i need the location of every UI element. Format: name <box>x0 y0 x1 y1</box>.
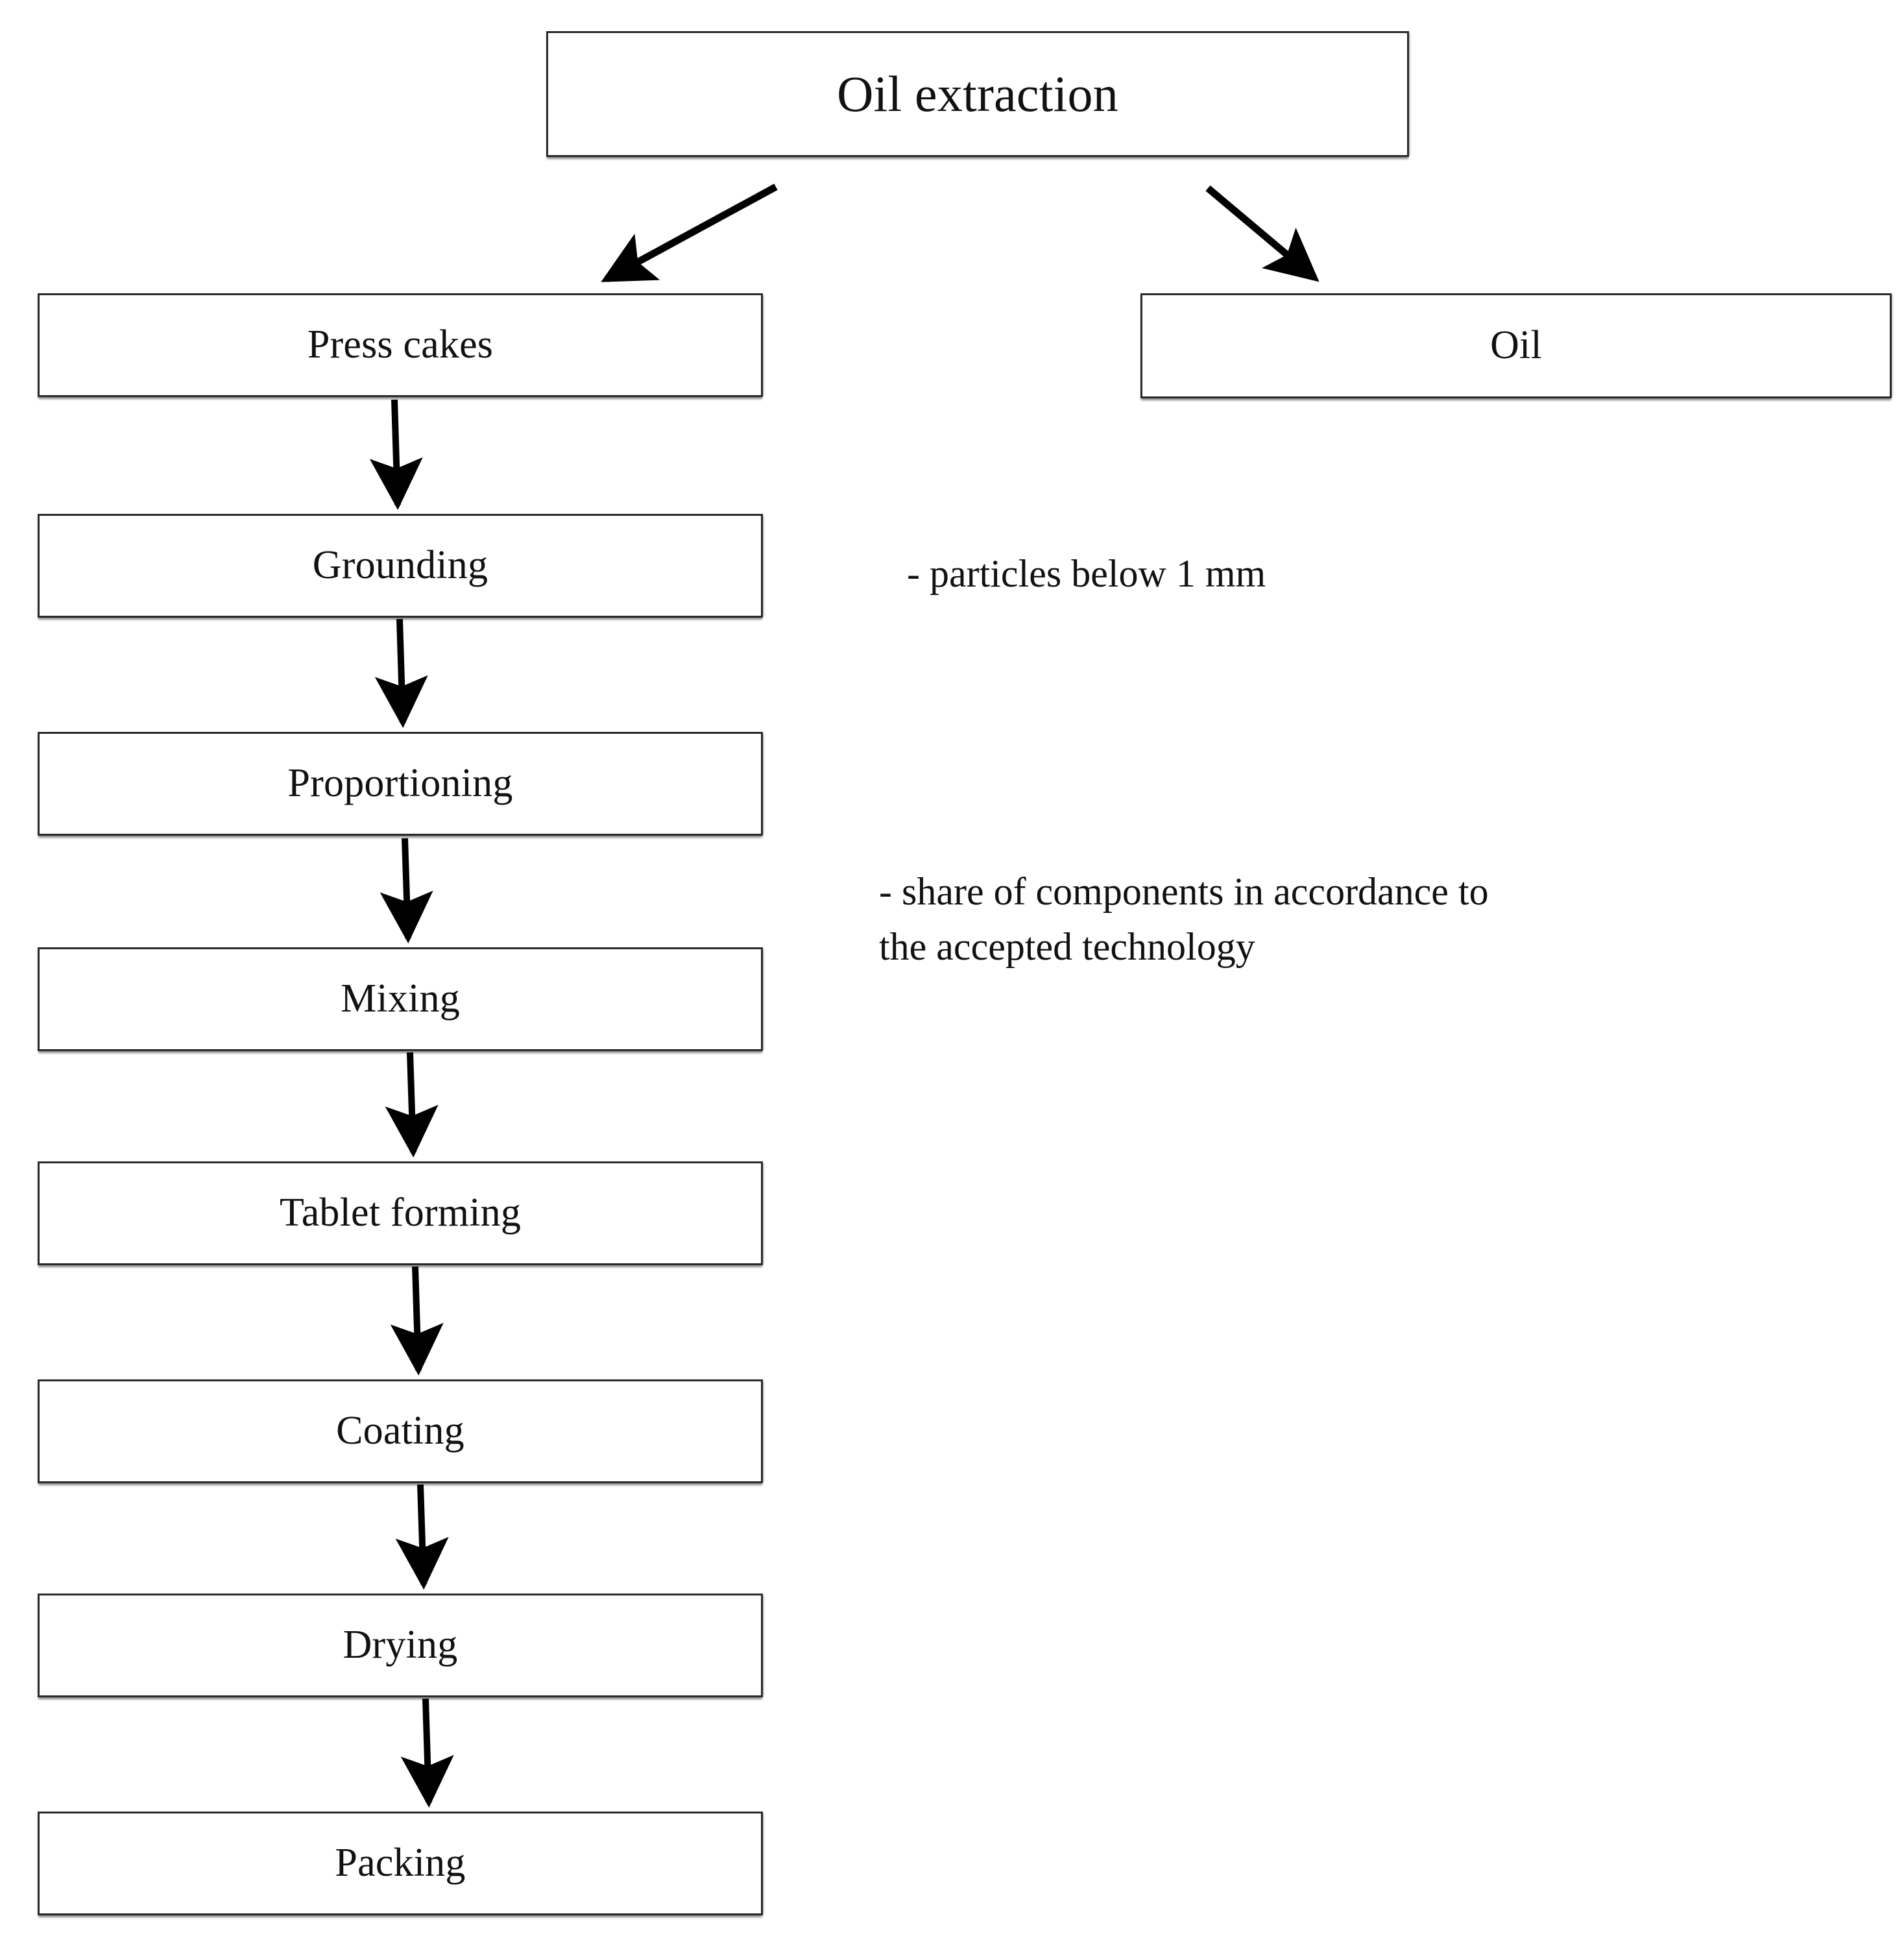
node-packing[interactable]: Packing <box>38 1812 763 1915</box>
node-grounding[interactable]: Grounding <box>38 514 763 618</box>
node-label-drying: Drying <box>343 1623 458 1667</box>
connector-grounding-to-proportioning <box>374 618 428 728</box>
connector-extraction-to-press-cakes <box>601 184 778 282</box>
node-label-grounding: Grounding <box>312 543 488 588</box>
node-mixing[interactable]: Mixing <box>38 947 763 1051</box>
node-label-coating: Coating <box>336 1409 464 1453</box>
node-oil[interactable]: Oil <box>1140 293 1892 398</box>
node-press-cakes[interactable]: Press cakes <box>38 293 763 397</box>
connector-tablet-forming-to-coating <box>390 1266 444 1376</box>
node-label-oil-extraction: Oil extraction <box>837 66 1118 123</box>
connector-proportioning-to-mixing <box>380 838 433 943</box>
node-label-press-cakes: Press cakes <box>307 322 494 367</box>
annotation-components: - share of components in accordance to t… <box>879 870 1489 969</box>
annotation-particles: - particles below 1 mm <box>907 552 1266 595</box>
connector-mixing-to-tablet-forming <box>385 1052 439 1158</box>
node-label-mixing: Mixing <box>341 976 460 1021</box>
node-tablet-forming[interactable]: Tablet forming <box>38 1161 763 1265</box>
connector-drying-to-packing <box>400 1698 454 1808</box>
connector-press-cakes-to-grounding <box>369 399 423 510</box>
node-coating[interactable]: Coating <box>38 1379 763 1483</box>
node-label-proportioning: Proportioning <box>287 761 513 806</box>
node-drying[interactable]: Drying <box>38 1594 763 1697</box>
connector-extraction-to-oil <box>1205 185 1320 282</box>
node-label-tablet-forming: Tablet forming <box>279 1191 522 1235</box>
node-label-packing: Packing <box>335 1841 466 1885</box>
node-proportioning[interactable]: Proportioning <box>38 732 763 836</box>
connector-coating-to-drying <box>395 1484 449 1590</box>
node-label-oil: Oil <box>1490 323 1542 368</box>
node-oil-extraction[interactable]: Oil extraction <box>546 31 1409 157</box>
